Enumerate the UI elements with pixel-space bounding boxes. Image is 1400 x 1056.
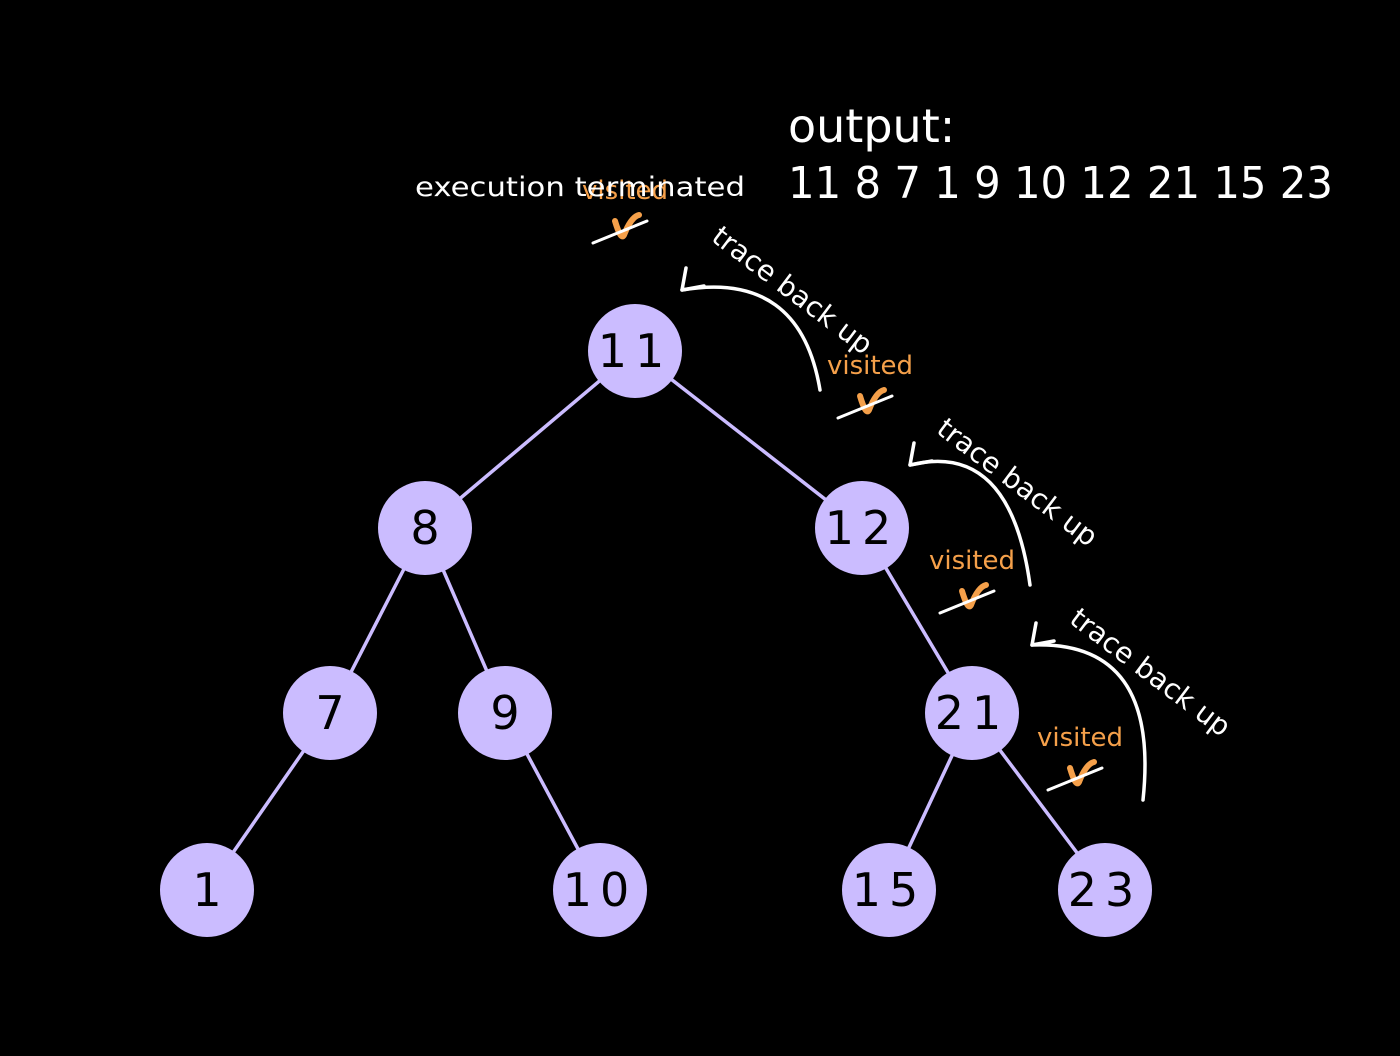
node-value: 23 [1068,863,1143,917]
node-value: 11 [598,324,673,378]
check-icon [857,387,887,415]
node-circle [842,843,936,937]
arrowhead-icon [1030,621,1056,647]
strike-line [938,589,996,615]
node-circle [283,666,377,760]
tree-node-9: 9 [458,666,552,760]
node-circle [1058,843,1152,937]
tree-node-12: 12 [815,481,909,575]
node-value: 15 [852,863,927,917]
trace-label: trace back up [1064,601,1237,743]
strike-line [836,394,894,420]
tree-node-15: 15 [842,843,936,937]
visited-mark: visited [1037,723,1123,792]
arrowhead-icon [680,266,706,292]
visited-label: visited [827,351,913,381]
node-circle [553,843,647,937]
node-value: 8 [410,501,439,555]
node-value: 1 [192,863,221,917]
tree-node-1: 1 [160,843,254,937]
node-circle [588,304,682,398]
trace-back-arrow: trace back up [1030,601,1237,802]
visited-label: visited [1037,723,1123,753]
tree-node-10: 10 [553,843,647,937]
visited-mark: visited [582,176,668,245]
output-label: output: [788,99,955,153]
nodes-layer: 11 8 12 7 9 21 1 10 15 23 [160,304,1152,937]
check-icon [1067,759,1097,787]
node-value: 12 [825,501,900,555]
trace-arrow-curve [680,285,822,392]
check-icon [612,212,642,240]
output-sequence: 11 8 7 1 9 10 12 21 15 23 [788,158,1333,209]
node-circle [458,666,552,760]
check-icon [959,582,989,610]
node-value: 21 [935,686,1010,740]
tree-edge [633,349,864,530]
tree-node-8: 8 [378,481,472,575]
tree-node-7: 7 [283,666,377,760]
node-value: 10 [563,863,638,917]
node-circle [815,481,909,575]
tree-node-21: 21 [925,666,1019,760]
visited-mark: visited [929,546,1015,615]
visited-label: visited [582,176,668,206]
node-circle [378,481,472,575]
trace-label: trace back up [706,219,879,361]
node-circle [160,843,254,937]
tree-node-23: 23 [1058,843,1152,937]
arrowhead-icon [908,441,934,467]
execution-status: execution terminated [415,172,745,203]
node-value: 9 [490,686,519,740]
node-value: 7 [315,686,344,740]
strike-line [591,219,649,245]
node-circle [925,666,1019,760]
trace-arrow-curve [1030,643,1147,802]
strike-line [1046,766,1104,792]
tree-node-11: 11 [588,304,682,398]
visited-label: visited [929,546,1015,576]
visited-mark: visited [827,351,913,420]
